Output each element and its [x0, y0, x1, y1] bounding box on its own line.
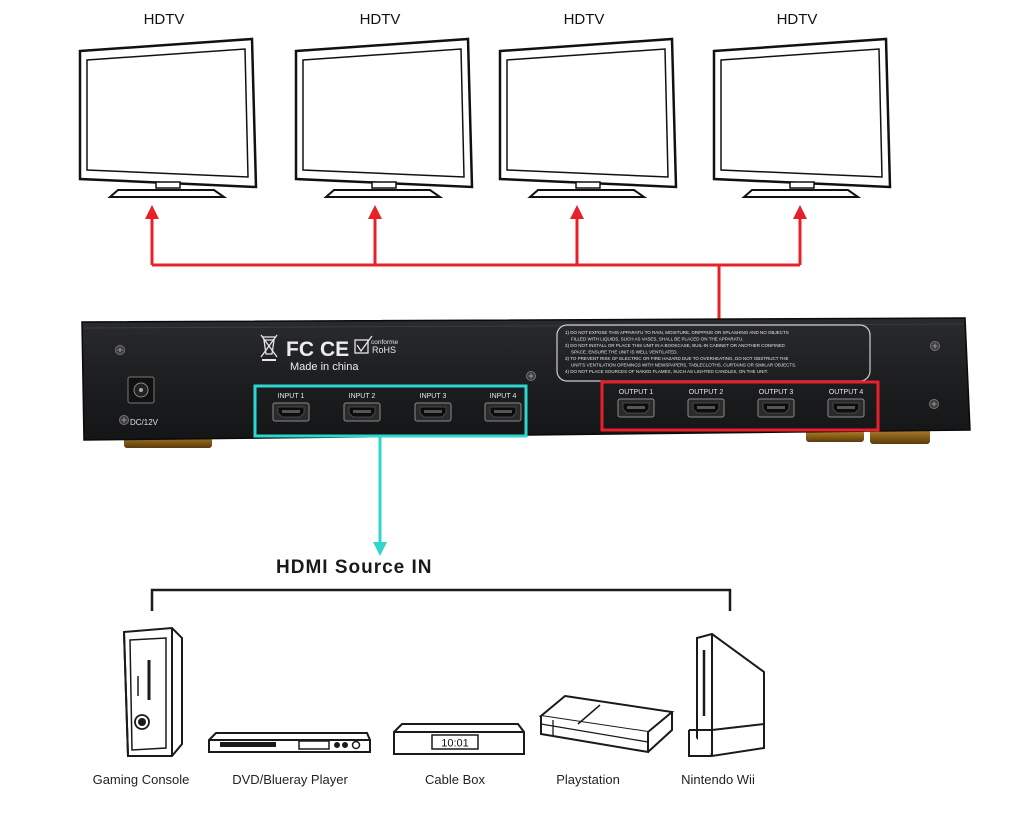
arrow-up-icon — [368, 205, 382, 219]
ce-logo: CE — [320, 338, 349, 361]
input-port-label-1: INPUT 1 — [278, 393, 305, 400]
arrow-down-icon — [373, 542, 387, 556]
screw-icon — [115, 345, 125, 355]
input-port-label-2: INPUT 2 — [349, 393, 376, 400]
warning-line-7: 4) DO NOT PLACE SOURCES OF NAKED FLAMES,… — [565, 369, 768, 374]
warning-line-3: 2) DO NOT INSTALL OR PLACE THIS UNIT IN … — [565, 343, 785, 348]
source-title: HDMI Source IN — [276, 557, 433, 578]
arrow-up-icon — [570, 205, 584, 219]
source-label-playstation: Playstation — [556, 772, 620, 787]
hdtv-label-4: HDTV — [777, 11, 818, 28]
dc-power-jack — [127, 376, 155, 404]
screw-icon — [119, 415, 129, 425]
rohs-conforme-label: conforme — [371, 339, 398, 346]
source-label-cable-box: Cable Box — [425, 772, 485, 787]
output-arrowheads — [145, 205, 807, 219]
output-ports-highlight — [600, 380, 880, 432]
input-port-label-3: INPUT 3 — [420, 393, 447, 400]
warning-line-1: 1) DO NOT EXPOSE THIS APPARATU TO RAIN, … — [565, 330, 789, 335]
source-label-gaming-console: Gaming Console — [93, 772, 190, 787]
rohs-checkbox-icon — [354, 335, 373, 354]
input-port-label-4: INPUT 4 — [490, 393, 517, 400]
warning-line-4: SPACE. ENSURE THE UNIT IS WELL VENTILATE… — [571, 350, 678, 355]
input-ports-highlight — [253, 384, 528, 438]
screw-icon — [930, 341, 940, 351]
sources-bracket — [150, 588, 732, 611]
hdmi-port-icon — [414, 402, 452, 422]
output-port-label-2: OUTPUT 2 — [689, 389, 724, 396]
hdtv-icon-3 — [498, 37, 678, 199]
hdmi-port-icon — [343, 402, 381, 422]
playstation-icon — [538, 694, 675, 754]
hdmi-port-icon — [617, 398, 655, 418]
arrow-up-icon — [793, 205, 807, 219]
output-port-label-1: OUTPUT 1 — [619, 389, 654, 396]
hdmi-port-icon — [687, 398, 725, 418]
hdmi-port-icon — [827, 398, 865, 418]
dvd-player-icon — [208, 732, 371, 753]
xbox-console-icon — [122, 626, 183, 757]
screw-icon — [929, 399, 939, 409]
made-in-label: Made in china — [290, 361, 359, 373]
wii-console-icon — [688, 632, 765, 758]
cable-box-display: 10:01 — [441, 738, 469, 750]
hdtv-label-3: HDTV — [564, 11, 605, 28]
warning-line-2: FILLED WITH LIQUIDS, SUCH AS VASES, SHAL… — [571, 337, 744, 342]
hdtv-label-2: HDTV — [360, 11, 401, 28]
power-label: DC/12V — [130, 418, 159, 427]
warning-line-6: UNIT'S VENTILATION OPENINGS WITH NEWSPAP… — [571, 363, 796, 368]
weee-bin-icon — [260, 334, 278, 361]
input-ports: INPUT 1 INPUT 2 INPUT 3 INPUT 4 — [272, 393, 522, 422]
hdmi-port-icon — [484, 402, 522, 422]
hdtv-icon-1 — [78, 37, 258, 199]
hdtv-icon-2 — [294, 37, 474, 199]
screw-icon — [526, 371, 536, 381]
hdmi-port-icon — [757, 398, 795, 418]
output-port-label-4: OUTPUT 4 — [829, 389, 864, 396]
output-port-label-3: OUTPUT 3 — [759, 389, 794, 396]
fc-logo: FC — [286, 338, 314, 361]
output-ports: OUTPUT 1 OUTPUT 2 OUTPUT 3 OUTPUT 4 — [617, 389, 865, 418]
arrow-up-icon — [145, 205, 159, 219]
cable-box-icon — [393, 723, 525, 755]
hdtv-label-1: HDTV — [144, 11, 185, 28]
rohs-label: RoHS — [372, 345, 396, 355]
source-label-nintendo-wii: Nintendo Wii — [681, 772, 755, 787]
warning-line-5: 3) TO PREVENT RISK OF ELECTRIC OR FIRE H… — [565, 356, 789, 361]
source-label-dvd-player: DVD/Blueray Player — [232, 772, 348, 787]
hdtv-icon-4 — [712, 37, 892, 199]
hdmi-port-icon — [272, 402, 310, 422]
